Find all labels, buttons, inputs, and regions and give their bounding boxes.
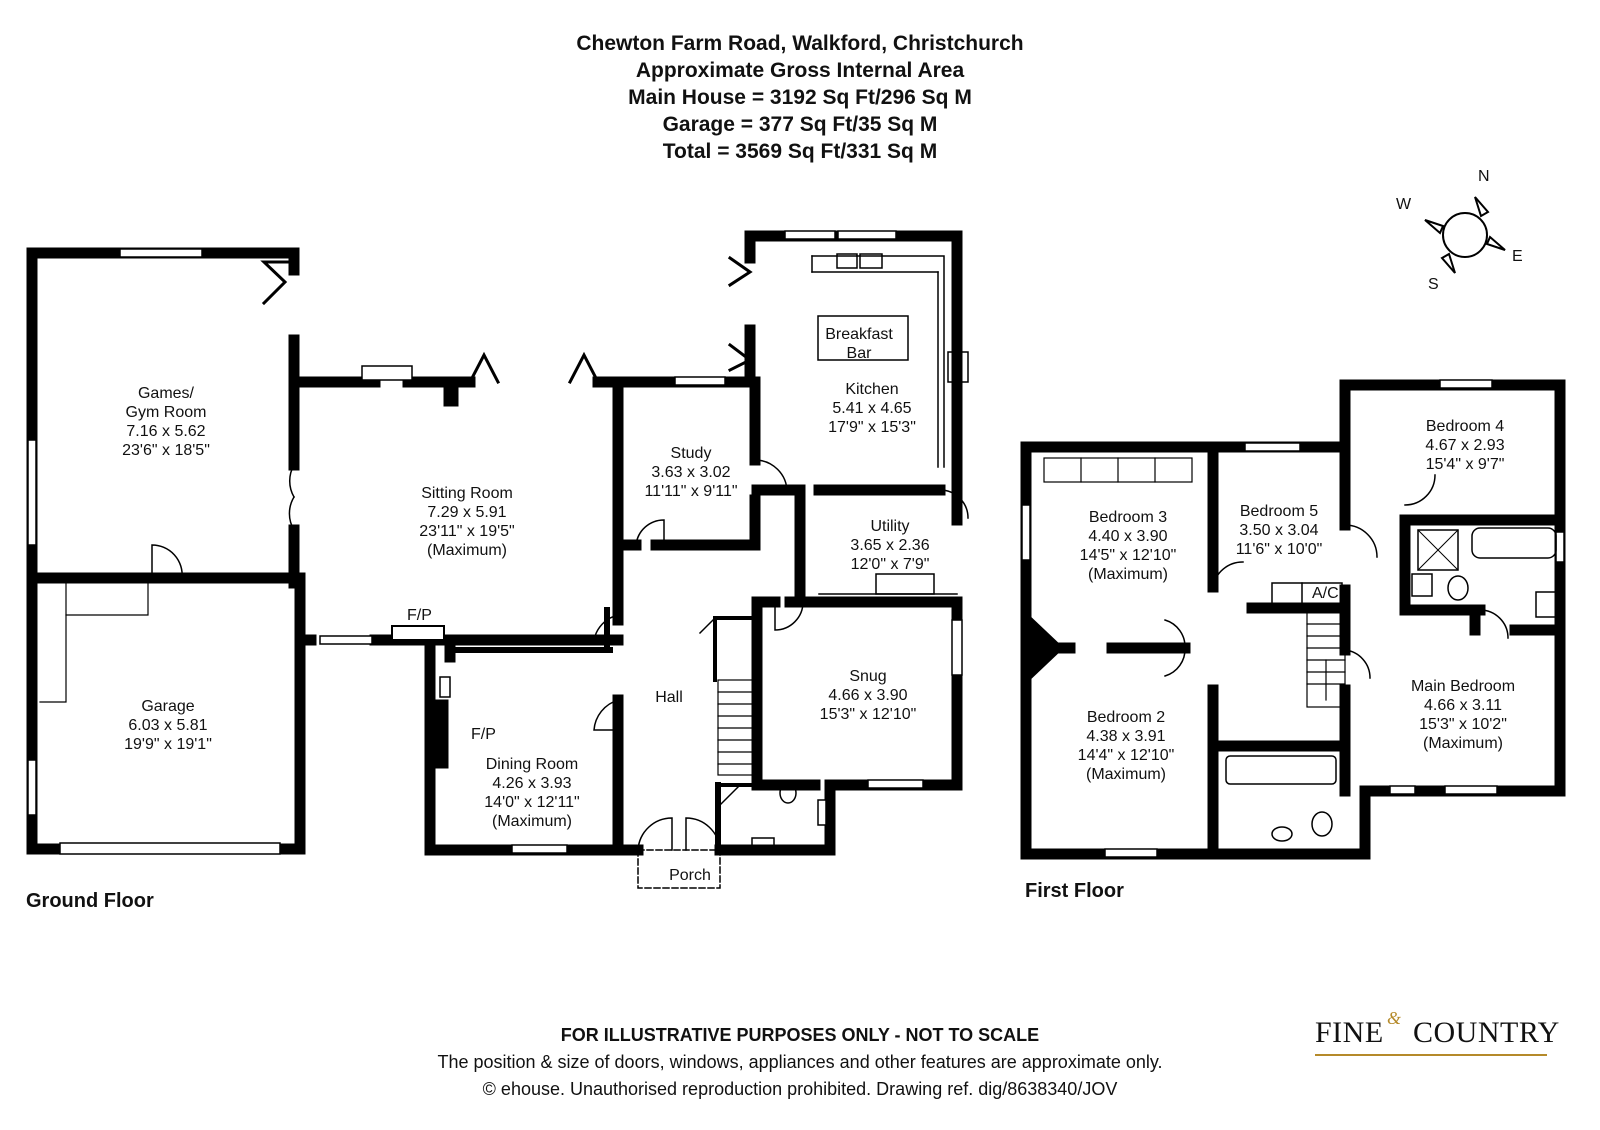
- fine-and-country-logo: FINE & COUNTRY: [1315, 1008, 1559, 1068]
- games-room-walls: [26, 247, 306, 855]
- room-hall: Hall: [655, 689, 683, 706]
- room-games: Games/ Gym Room 7.16 x 5.62 23'6" x 18'5…: [122, 385, 210, 459]
- compass-east: E: [1512, 248, 1523, 265]
- logo-word-fine: FINE: [1315, 1016, 1384, 1049]
- first-floor-label: First Floor: [1025, 880, 1124, 902]
- room-snug: Snug 4.66 x 3.90 15'3" x 12'10": [819, 668, 917, 723]
- plan-header: Chewton Farm Road, Walkford, Christchurc…: [0, 30, 1600, 165]
- room-main-bedroom: Main Bedroom 4.66 x 3.11 15'3" x 10'2" (…: [1410, 678, 1516, 752]
- copyright-text: © ehouse. Unauthorised reproduction proh…: [482, 1079, 1118, 1099]
- room-bedroom-2: Bedroom 2 4.38 x 3.91 14'4" x 12'10" (Ma…: [1077, 709, 1175, 783]
- fireplace-dining: F/P: [471, 726, 496, 743]
- room-kitchen: Kitchen 5.41 x 4.65 17'9" x 15'3": [828, 381, 916, 436]
- compass-west: W: [1396, 196, 1412, 213]
- compass-south: S: [1428, 276, 1439, 293]
- disclaimer-text: FOR ILLUSTRATIVE PURPOSES ONLY - NOT TO …: [560, 1025, 1040, 1045]
- logo-ampersand: &: [1387, 1008, 1402, 1028]
- compass-rose: [1424, 196, 1506, 274]
- breakfast-bar-label: Breakfast Bar: [825, 326, 893, 362]
- total-area: Total = 3569 Sq Ft/331 Sq M: [662, 140, 938, 163]
- address-title: Chewton Farm Road, Walkford, Christchurc…: [576, 32, 1024, 55]
- room-garage: Garage 6.03 x 5.81 19'9" x 19'1": [124, 698, 212, 753]
- room-study: Study 3.63 x 3.02 11'11" x 9'11": [644, 445, 738, 500]
- room-bedroom-3: Bedroom 3 4.40 x 3.90 14'5" x 12'10" (Ma…: [1079, 509, 1177, 583]
- garage-area: Garage = 377 Sq Ft/35 Sq M: [662, 113, 938, 136]
- ground-floor-label: Ground Floor: [26, 890, 154, 912]
- logo-underline: [1315, 1054, 1547, 1056]
- ac-cupboard-label: A/C: [1312, 585, 1339, 602]
- plan-footer: FOR ILLUSTRATIVE PURPOSES ONLY - NOT TO …: [0, 1022, 1600, 1103]
- fireplace-sitting: F/P: [407, 607, 432, 624]
- compass-north: N: [1478, 168, 1490, 185]
- room-bedroom-4: Bedroom 4 4.67 x 2.93 15'4" x 9'7": [1425, 418, 1505, 473]
- approximation-note: The position & size of doors, windows, a…: [437, 1052, 1163, 1072]
- room-sitting: Sitting Room 7.29 x 5.91 23'11" x 19'5" …: [419, 485, 515, 559]
- logo-word-country: COUNTRY: [1413, 1016, 1560, 1049]
- room-dining: Dining Room 4.26 x 3.93 14'0" x 12'11" (…: [484, 756, 580, 830]
- area-subtitle: Approximate Gross Internal Area: [635, 59, 965, 82]
- main-house-area: Main House = 3192 Sq Ft/296 Sq M: [628, 86, 972, 109]
- room-porch: Porch: [669, 867, 711, 884]
- room-bedroom-5: Bedroom 5 3.50 x 3.04 11'6" x 10'0": [1235, 503, 1323, 558]
- room-utility: Utility 3.65 x 2.36 12'0" x 7'9": [850, 518, 930, 573]
